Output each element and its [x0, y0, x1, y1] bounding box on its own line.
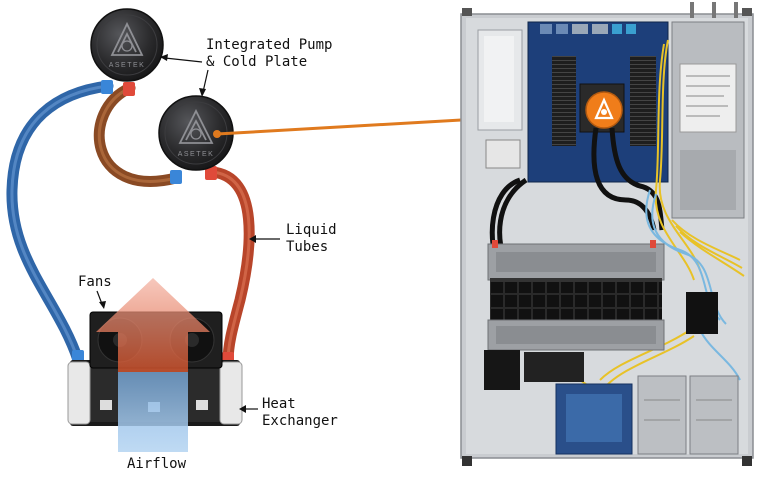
heat-exchanger-label-pointer [239, 405, 258, 413]
asetek-logo-icon [594, 97, 614, 120]
blue-fitting [170, 170, 182, 184]
heat-exchanger-label: Heat Exchanger [262, 396, 338, 430]
fan-row [490, 278, 662, 320]
cpu-cold-plate [585, 91, 623, 129]
server-chassis [460, 2, 754, 466]
fan-module-bottom [487, 319, 665, 351]
blue-fitting [101, 80, 113, 94]
tubes-label: Liquid Tubes [286, 222, 337, 256]
pump-top: ASETEK [90, 8, 164, 82]
pump-logo-icon [178, 108, 214, 144]
airflow-arrow [96, 278, 210, 452]
heat-exchanger-label-line-2: Exchanger [262, 413, 338, 429]
pump-label-line-2: & Cold Plate [206, 54, 308, 70]
fan-module-top [487, 240, 665, 281]
pump-label-pointers [160, 54, 209, 97]
red-fitting [123, 82, 135, 96]
pump-label: Integrated Pump & Cold Plate [206, 37, 332, 71]
drive-bays [637, 375, 739, 455]
fans-label: Fans [78, 274, 112, 290]
cooling-loop: ASETEK ASETEK [6, 8, 280, 452]
pump-logo-text: ASETEK [178, 151, 215, 158]
heat-exchanger-label-line-1: Heat [262, 396, 296, 412]
fans-label-pointer [96, 290, 106, 309]
blue-fitting [72, 350, 84, 362]
pump-label-line-1: Integrated Pump [206, 37, 333, 53]
pump-logo-icon [110, 21, 144, 56]
red-fitting [205, 166, 217, 180]
dimm-slots-right [630, 56, 656, 146]
radiator-end-tank [67, 361, 91, 425]
tubes-label-pointer [249, 235, 280, 243]
radiator-end-tank [219, 361, 243, 425]
tubes-label-line-2: Tubes [286, 239, 329, 255]
tubes-label-line-1: Liquid [286, 222, 337, 238]
dimm-slots-left [552, 56, 576, 146]
airflow-label: Airflow [127, 456, 187, 472]
pump-logo-text: ASETEK [109, 62, 146, 69]
